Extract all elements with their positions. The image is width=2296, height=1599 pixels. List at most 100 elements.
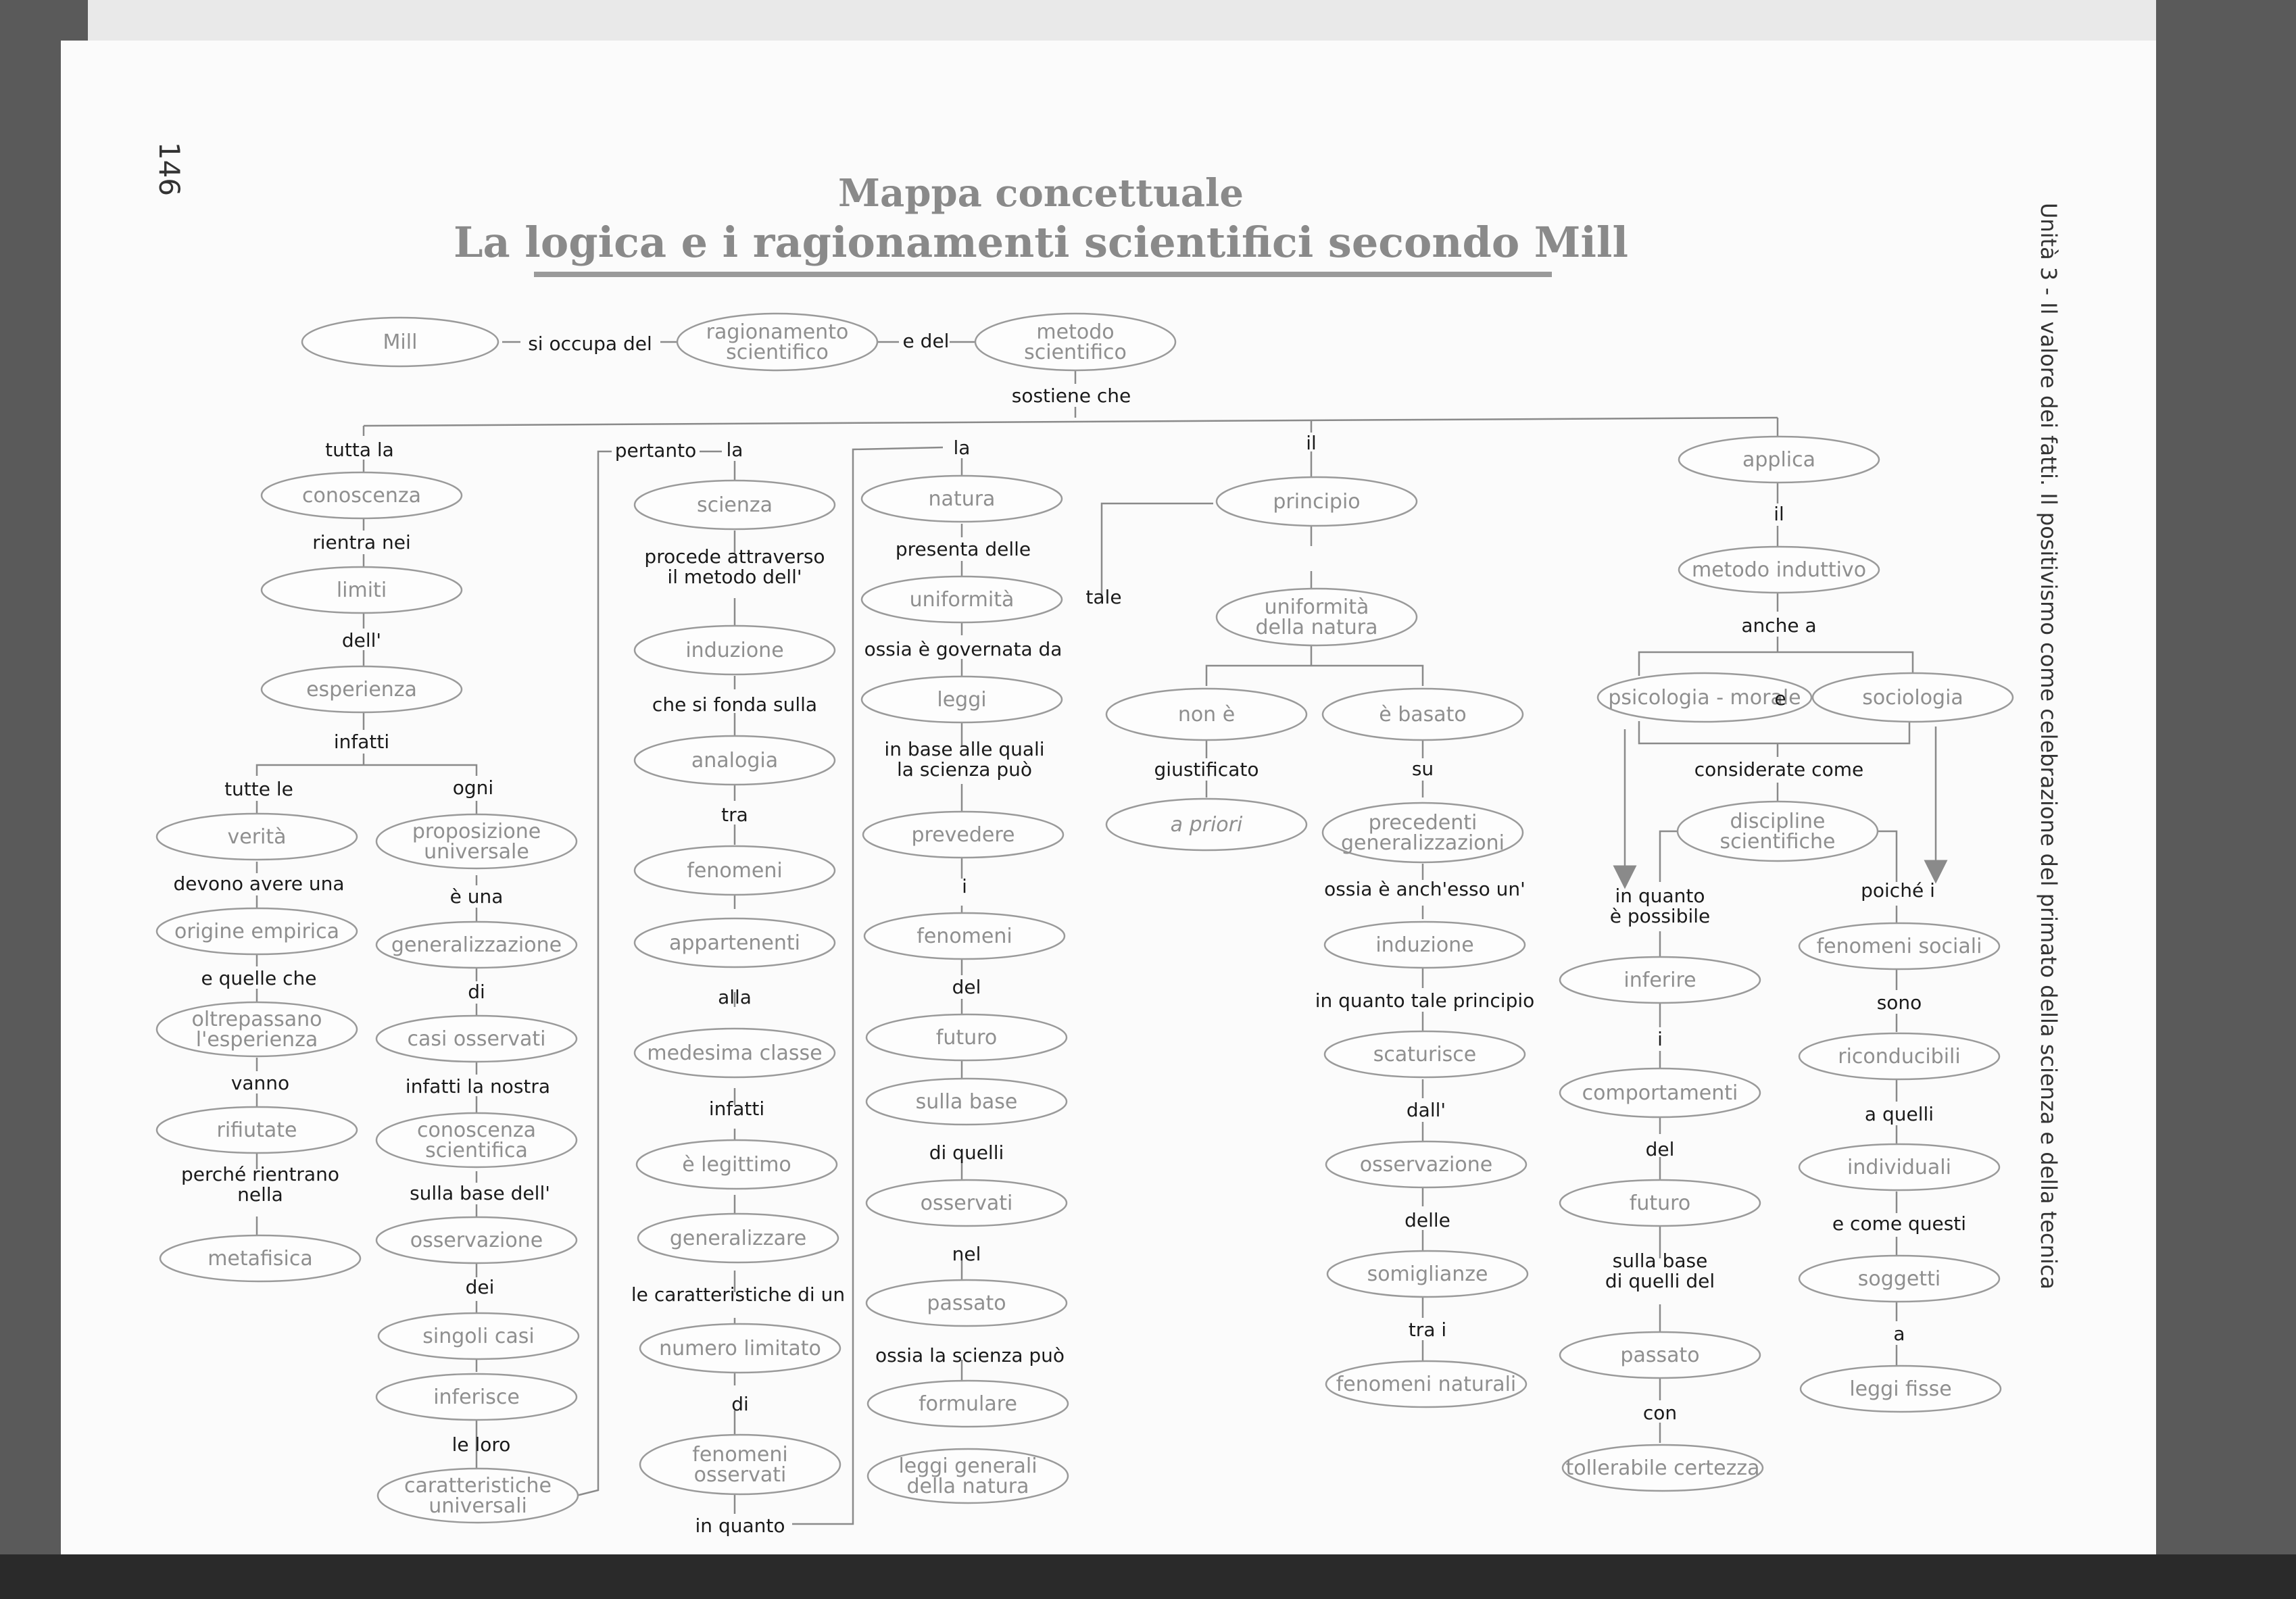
text-line: futuro: [1630, 1191, 1690, 1215]
node-ellipse: [1559, 1331, 1761, 1379]
text-line: sulla base: [1613, 1250, 1708, 1272]
node-ellipse: [1559, 956, 1761, 1004]
node-ellipse: [375, 813, 578, 870]
concept-node-scaturisce: scaturisce: [1323, 1030, 1526, 1079]
text-line: devono avere una: [173, 872, 344, 895]
link-label-l_trai: tra i: [1409, 1319, 1446, 1341]
link-label-l_sullabasedell: sulla base dell': [410, 1182, 550, 1204]
text-line: di quelli: [929, 1141, 1004, 1164]
link-label-l_euna: è una: [450, 885, 504, 908]
node-ellipse: [155, 907, 358, 956]
concept-node-limiti: limiti: [260, 566, 463, 614]
text-line: pertanto: [615, 439, 697, 462]
link-label-l_dei: dei: [466, 1276, 495, 1298]
concept-node-metafisica: metafisica: [159, 1234, 362, 1283]
node-ellipse: [1678, 435, 1880, 484]
text-line: prevedere: [911, 823, 1015, 847]
link-label-l_sostiene: sostiene che: [1012, 385, 1131, 407]
text-line: le loro: [452, 1433, 511, 1456]
text-line: conoscenza: [417, 1118, 536, 1142]
node-ellipse: [155, 1106, 358, 1154]
text-line: a priori: [1171, 813, 1243, 837]
text-line: sono: [1877, 991, 1922, 1014]
text-line: sulla base dell': [410, 1182, 550, 1204]
concept-node-applica: applica: [1678, 435, 1880, 484]
link-label-l_lecaratt: le caratteristiche di un: [631, 1283, 845, 1306]
concept-node-scienza: scienza: [633, 479, 836, 531]
text-line: le caratteristiche di un: [631, 1283, 845, 1306]
node-ellipse: [639, 1433, 841, 1496]
node-ellipse: [375, 1373, 578, 1421]
link-label-l_inquanto1: in quanto: [695, 1515, 785, 1537]
text-line: metodo: [1036, 320, 1114, 344]
text-line: conoscenza: [302, 484, 421, 508]
link-label-l_inquantotale: in quanto tale principio: [1315, 989, 1535, 1012]
text-line: futuro: [936, 1026, 997, 1050]
node-ellipse: [633, 735, 836, 786]
concept-node-principio: principio: [1215, 476, 1418, 527]
text-line: osservazione: [410, 1229, 543, 1252]
text-line: infatti: [334, 731, 389, 753]
node-ellipse: [637, 1212, 839, 1264]
text-line: fenomeni sociali: [1817, 935, 1982, 958]
node-ellipse: [633, 624, 836, 676]
concept-node-medesima: medesima classe: [633, 1027, 836, 1079]
node-ellipse: [633, 845, 836, 896]
link-label-l_tutte: tutte le: [224, 778, 293, 800]
text-line: fenomeni: [692, 1443, 787, 1467]
node-ellipse: [863, 912, 1066, 960]
text-line: la: [727, 439, 743, 461]
link-label-l_ecome: e come questi: [1832, 1212, 1966, 1235]
concept-node-sociologia: sociologia: [1811, 672, 2014, 723]
node-ellipse: [375, 1014, 578, 1063]
node-ellipse: [860, 675, 1063, 724]
text-line: ogni: [453, 777, 493, 799]
text-line: e come questi: [1832, 1212, 1966, 1235]
text-line: riconducibili: [1838, 1045, 1960, 1068]
concept-node-rifiutate: rifiutate: [155, 1106, 358, 1154]
text-line: osservati: [921, 1191, 1013, 1215]
text-line: non è: [1178, 703, 1235, 727]
concept-node-riconducibili: riconducibili: [1798, 1032, 2001, 1081]
node-ellipse: [1323, 1030, 1526, 1079]
concept-node-osservati: osservati: [865, 1179, 1068, 1227]
text-line: i: [962, 875, 967, 897]
text-line: verità: [227, 825, 286, 849]
node-ellipse: [1105, 797, 1308, 852]
text-line: singoli casi: [422, 1325, 534, 1348]
link-label-l_del1: del: [952, 976, 981, 998]
link-label-l_a: a: [1893, 1323, 1905, 1345]
node-ellipse: [375, 1216, 578, 1264]
concept-node-inferire: inferire: [1559, 956, 1761, 1004]
node-ellipse: [866, 1448, 1069, 1504]
link-label-l_diquelli1: di quelli: [929, 1141, 1004, 1164]
text-line: caratteristiche: [404, 1474, 552, 1498]
concept-node-leggi: leggi: [860, 675, 1063, 724]
text-line: fenomeni: [917, 925, 1012, 948]
text-line: scientifico: [726, 341, 829, 364]
text-line: psicologia - morale: [1608, 686, 1801, 710]
concept-node-comportamenti: comportamenti: [1559, 1067, 1761, 1118]
node-ellipse: [1215, 476, 1418, 527]
text-line: sostiene che: [1012, 385, 1131, 407]
text-line: a: [1893, 1323, 1905, 1345]
link-label-l_ossiaanche: ossia è anch'esso un': [1324, 878, 1525, 900]
text-line: presenta delle: [896, 538, 1031, 560]
concept-node-passato1: passato: [865, 1279, 1068, 1327]
text-line: fenomeni naturali: [1336, 1373, 1517, 1396]
concept-node-induttivo: metodo induttivo: [1678, 545, 1880, 594]
concept-node-mill: Mill: [301, 316, 499, 368]
node-ellipse: [1326, 1250, 1529, 1298]
concept-node-inferisce: inferisce: [375, 1373, 578, 1421]
concept-node-psicologia: psicologia - morale: [1596, 672, 1813, 723]
link-label-l_e2: e: [1774, 687, 1786, 710]
text-line: scientifico: [1024, 341, 1127, 364]
text-line: analogia: [691, 749, 778, 772]
text-line: precedenti: [1369, 811, 1477, 835]
link-label-l_ogni: ogni: [453, 777, 493, 799]
concept-node-generalizzazione: generalizzazione: [375, 920, 578, 969]
text-line: è una: [450, 885, 504, 908]
text-line: il: [1306, 432, 1317, 454]
